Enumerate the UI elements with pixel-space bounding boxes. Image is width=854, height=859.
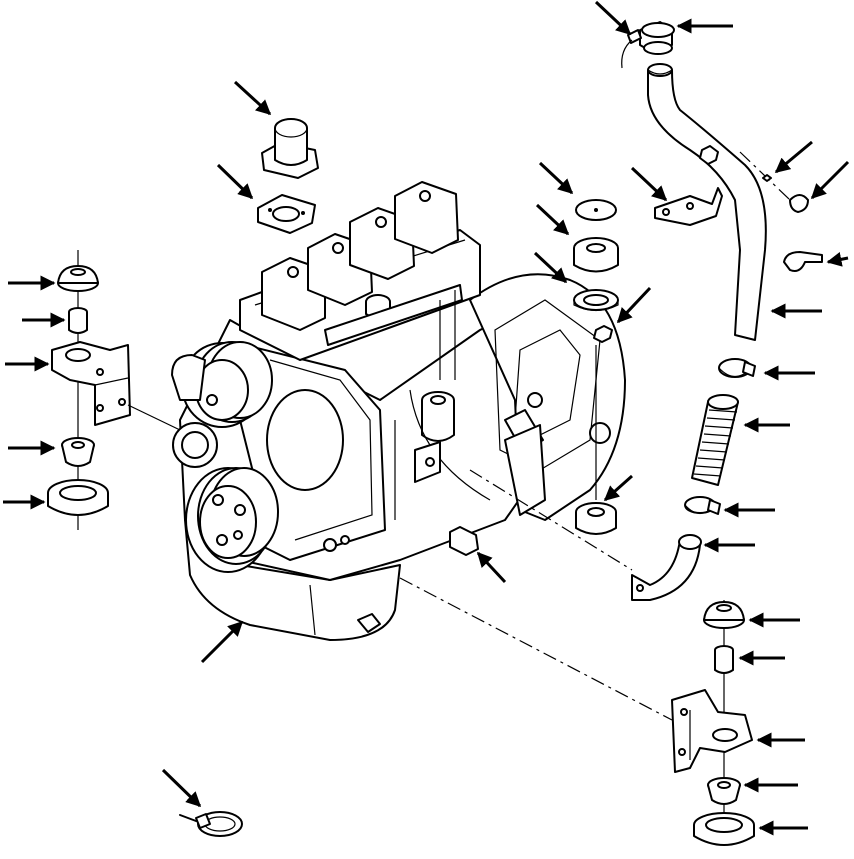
callout-arrow xyxy=(810,160,850,200)
callout-arrow xyxy=(616,286,652,324)
oil-filter xyxy=(421,391,455,442)
flywheel-housing xyxy=(469,273,626,521)
left-mount-stack xyxy=(47,250,131,530)
elbow-tube xyxy=(631,534,702,601)
hose-clamp-lower xyxy=(684,496,721,515)
callout-arrow xyxy=(200,620,244,664)
oil-pan xyxy=(184,519,401,641)
callout-arrow xyxy=(594,0,632,36)
callout-arrow xyxy=(603,474,633,502)
crankshaft-pulley xyxy=(185,467,279,573)
engine-block xyxy=(171,181,626,641)
callout-arrow xyxy=(535,203,570,236)
callout-arrow xyxy=(216,163,254,200)
rocker-covers xyxy=(261,181,459,331)
right-isolator-stack xyxy=(573,199,619,535)
corrugated-hose xyxy=(691,394,739,486)
callout-arrow xyxy=(233,80,272,116)
callout-arrow xyxy=(630,166,668,202)
callout-arrow xyxy=(826,251,849,267)
worm-clamp xyxy=(179,811,243,837)
alignment-line-lower xyxy=(399,577,673,721)
callout-arrows xyxy=(3,0,850,836)
thermostat-housing xyxy=(261,118,319,179)
callout-arrow xyxy=(538,161,574,195)
callout-arrow xyxy=(161,768,202,808)
filler-tube-assembly xyxy=(621,21,823,341)
callout-arrow xyxy=(533,251,568,284)
right-mount-stack xyxy=(671,600,755,846)
callout-arrow xyxy=(774,140,813,174)
thermostat-gasket xyxy=(257,194,316,234)
drain-fitting xyxy=(449,526,479,556)
callout-arrow xyxy=(476,551,507,584)
alignment-line-hose xyxy=(469,469,633,571)
hose-clamp-upper xyxy=(718,358,756,378)
